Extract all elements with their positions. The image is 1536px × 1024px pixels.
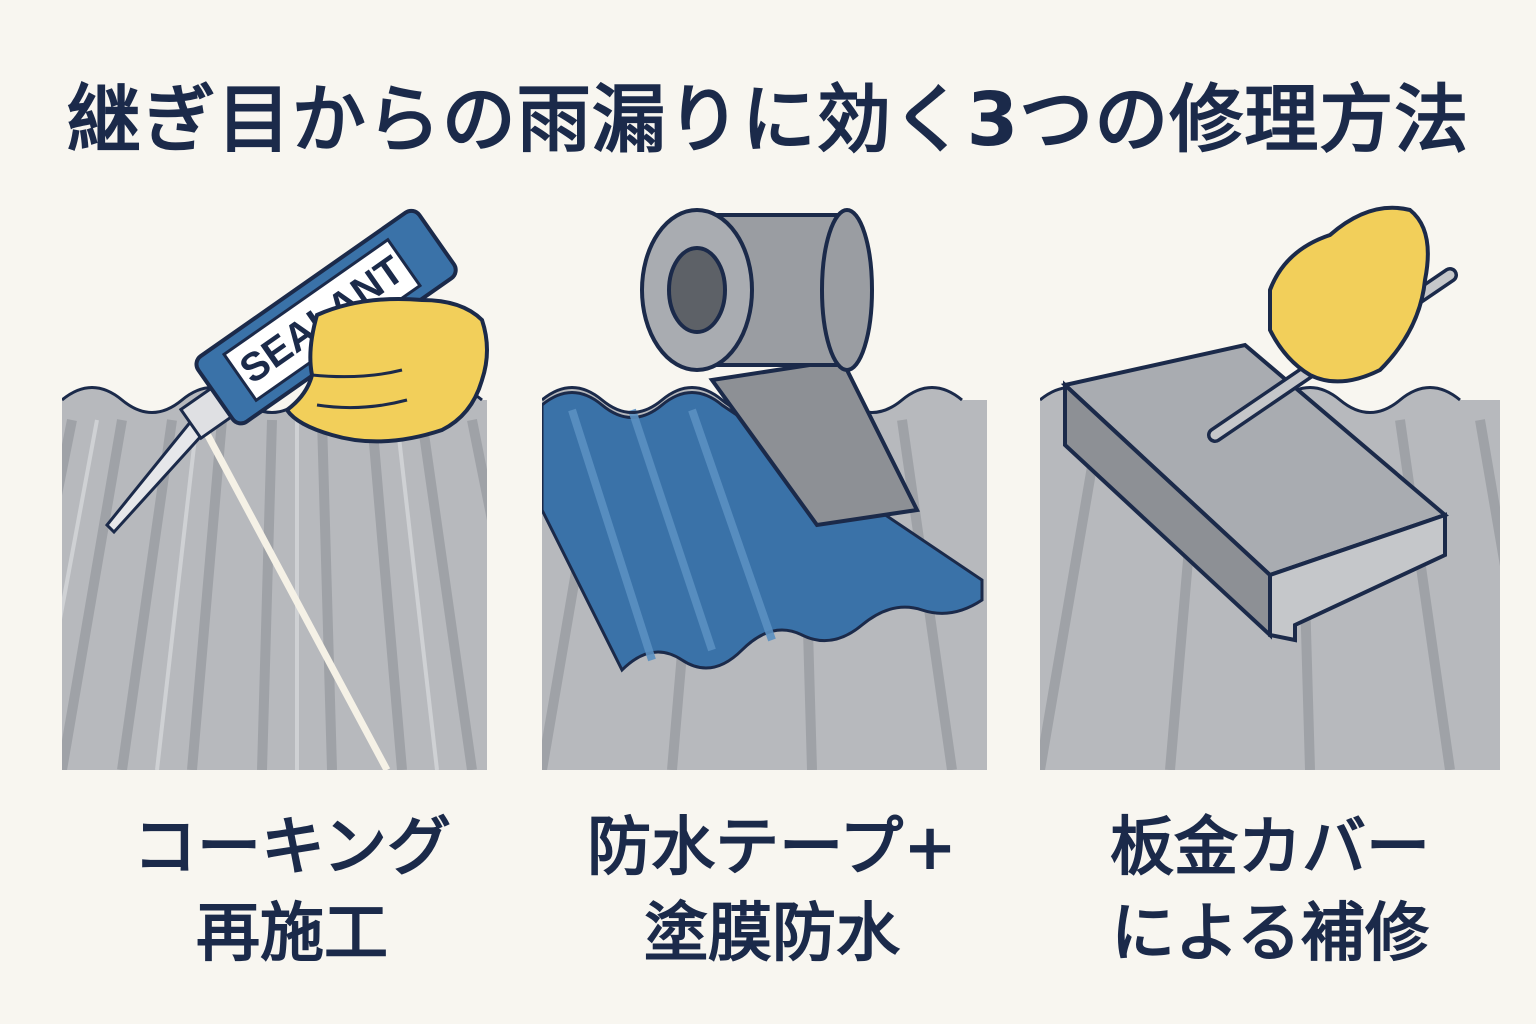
sheet-metal-cover-icon (1060, 342, 1449, 643)
caption-cover: 板金カバー による補修 (1020, 805, 1520, 977)
glove-hand-icon (1268, 205, 1430, 384)
caption-caulking: コーキング 再施工 (42, 805, 542, 977)
glove-hand-icon (284, 297, 489, 444)
caulking-illustration: SEALANT (62, 208, 489, 770)
cover-illustration (1040, 205, 1500, 770)
method-panel-tape (542, 180, 1002, 780)
corrugated-roof (62, 387, 487, 770)
tape-roll-icon (640, 208, 874, 372)
caption-line: 板金カバー (1110, 811, 1430, 885)
caption-tape: 防水テープ+ 塗膜防水 (522, 805, 1022, 977)
caption-line: による補修 (1110, 897, 1430, 971)
caption-line: 再施工 (196, 897, 388, 971)
method-panel-cover (1040, 180, 1500, 780)
caption-line: 塗膜防水 (644, 897, 900, 971)
tape-illustration (542, 208, 987, 770)
method-panel-caulking: SEALANT (62, 180, 522, 780)
page-title: 継ぎ目からの雨漏りに効く3つの修理方法 (66, 77, 1470, 163)
caption-line: コーキング (132, 811, 452, 885)
caption-line: 防水テープ+ (587, 811, 957, 885)
